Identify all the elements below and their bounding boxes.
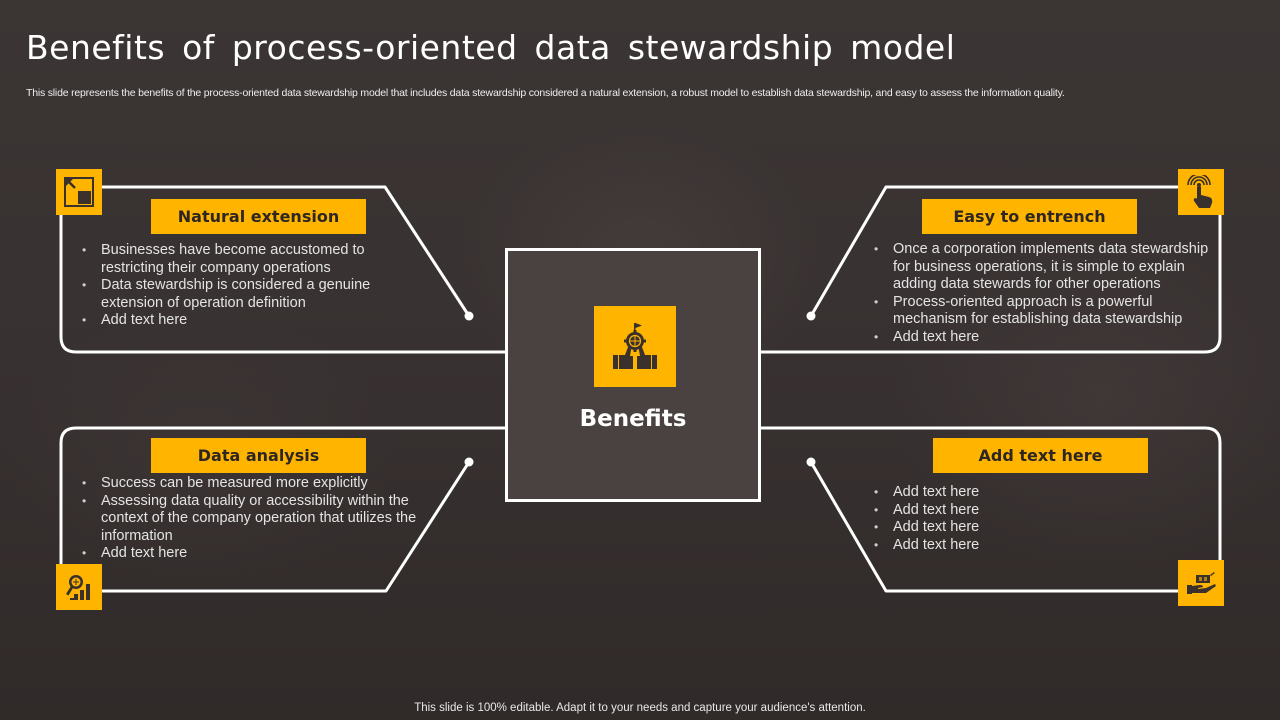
bullet-item: Add text here — [867, 502, 1167, 520]
bullet-item: Process-oriented approach is a powerful … — [867, 294, 1227, 329]
bullet-list-add-text-here: Add text here Add text here Add text her… — [867, 484, 1167, 554]
connector-dot-top-right — [806, 311, 816, 321]
center-benefits-box: Benefits — [505, 248, 761, 502]
slide-footer: This slide is 100% editable. Adapt it to… — [414, 702, 866, 714]
bullet-item: Add text here — [75, 545, 425, 563]
heading-easy-to-entrench: Easy to entrench — [922, 199, 1137, 234]
hand-tap-icon — [1178, 169, 1224, 215]
connector-dot-bottom-left — [464, 457, 474, 467]
bullet-item: Assessing data quality or accessibility … — [75, 493, 425, 546]
heading-add-text-here: Add text here — [933, 438, 1148, 473]
connector-dot-top-left — [464, 311, 474, 321]
bullet-item: Add text here — [867, 484, 1167, 502]
resize-arrow-icon — [56, 169, 102, 215]
hand-money-icon — [1178, 560, 1224, 606]
bullet-item: Data stewardship is considered a genuine… — [75, 277, 395, 312]
bullet-list-data-analysis: Success can be measured more explicitly … — [75, 475, 425, 563]
bullet-item: Add text here — [867, 537, 1167, 555]
bullet-item: Once a corporation implements data stewa… — [867, 241, 1227, 294]
heading-natural-extension: Natural extension — [151, 199, 366, 234]
slide-title: Benefits of process-oriented data stewar… — [26, 28, 956, 67]
thumbs-up-gear-globe-icon — [594, 306, 676, 387]
bullet-list-natural-extension: Businesses have become accustomed to res… — [75, 242, 395, 330]
heading-data-analysis: Data analysis — [151, 438, 366, 473]
bullet-list-easy-to-entrench: Once a corporation implements data stewa… — [867, 241, 1227, 346]
center-label: Benefits — [579, 406, 687, 432]
bullet-item: Add text here — [867, 329, 1227, 347]
magnifier-chart-icon — [56, 564, 102, 610]
slide-subtitle: This slide represents the benefits of th… — [26, 87, 1065, 99]
bullet-item: Businesses have become accustomed to res… — [75, 242, 395, 277]
bullet-item: Add text here — [75, 312, 395, 330]
bullet-item: Add text here — [867, 519, 1167, 537]
connector-dot-bottom-right — [806, 457, 816, 467]
bullet-item: Success can be measured more explicitly — [75, 475, 425, 493]
